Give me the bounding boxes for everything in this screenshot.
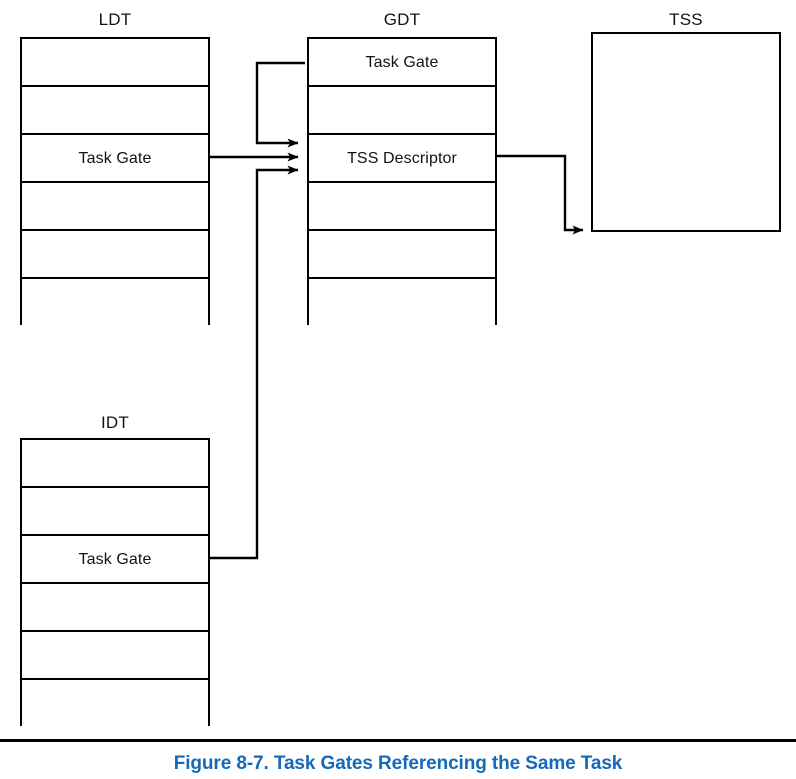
caption-divider xyxy=(0,739,796,742)
ldt-row-2[interactable]: Task Gate xyxy=(22,135,208,183)
connector-gdt-taskgate-to-tssdescriptor xyxy=(255,61,305,148)
ldt-row-1[interactable] xyxy=(22,87,208,135)
gdt-row-3[interactable] xyxy=(309,183,495,231)
gdt-row-4[interactable] xyxy=(309,231,495,279)
ldt-table[interactable]: Task Gate xyxy=(20,37,210,327)
idt-row-1[interactable] xyxy=(22,488,208,536)
connector-idt-taskgate-to-tssdescriptor xyxy=(210,165,299,560)
gdt-title: GDT xyxy=(383,10,421,29)
gdt-row-0-label: Task Gate xyxy=(365,53,439,71)
ldt-row-2-label: Task Gate xyxy=(78,149,152,167)
idt-row-3[interactable] xyxy=(22,584,208,632)
tss-block[interactable] xyxy=(591,32,781,232)
idt-row-2-label: Task Gate xyxy=(78,550,152,568)
idt-row-0[interactable] xyxy=(22,440,208,488)
figure-caption: Figure 8-7. Task Gates Referencing the S… xyxy=(173,753,623,774)
idt-title: IDT xyxy=(101,413,129,432)
gdt-row-1[interactable] xyxy=(309,87,495,135)
gdt-row-2-label: TSS Descriptor xyxy=(347,149,457,167)
gdt-table[interactable]: Task Gate TSS Descriptor xyxy=(307,37,497,327)
ldt-title: LDT xyxy=(98,10,132,29)
connector-tssdescriptor-to-tss xyxy=(497,154,584,235)
idt-row-2[interactable]: Task Gate xyxy=(22,536,208,584)
ldt-row-0[interactable] xyxy=(22,39,208,87)
gdt-row-5[interactable] xyxy=(309,279,495,327)
idt-table[interactable]: Task Gate xyxy=(20,438,210,728)
idt-row-5[interactable] xyxy=(22,680,208,728)
gdt-row-0[interactable]: Task Gate xyxy=(309,39,495,87)
gdt-row-2[interactable]: TSS Descriptor xyxy=(309,135,495,183)
tss-title: TSS xyxy=(669,10,703,29)
ldt-row-4[interactable] xyxy=(22,231,208,279)
ldt-row-3[interactable] xyxy=(22,183,208,231)
ldt-row-5[interactable] xyxy=(22,279,208,327)
idt-row-4[interactable] xyxy=(22,632,208,680)
